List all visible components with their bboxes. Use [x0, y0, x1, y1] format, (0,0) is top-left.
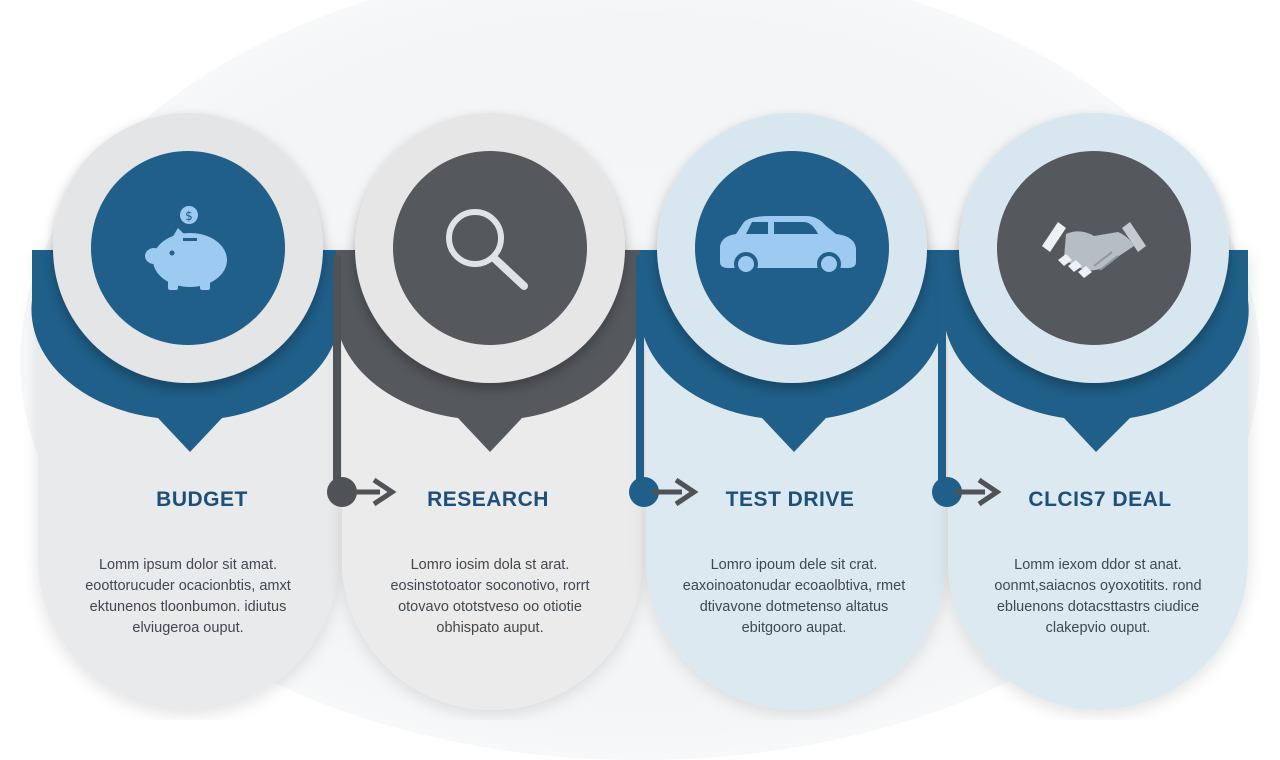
step-4-title: CLCIS7 DEAL — [1028, 488, 1172, 511]
step-3-desc-line: dtivavone dotmetenso altatus — [699, 599, 889, 615]
step-4-desc-line: ebluenons dotacsttastrs ciudice — [996, 599, 1200, 615]
step-3-test-drive — [639, 113, 946, 710]
step-2-desc-line: eosinstotoator soconotivo, rorrt — [390, 578, 590, 594]
step-2-icon-circle — [393, 151, 587, 345]
step-4-desc-line: oonmt,saiacnos oyoxotitits. rond — [994, 578, 1202, 594]
step-2-desc-line: Lomro iosim dola st arat. — [410, 557, 570, 573]
step-3-description: Lomro ipoum dele sit crat. eaxoinoatonud… — [644, 555, 944, 639]
step-1-desc-line: eoottorucuder ocacionbtis, amxt — [85, 578, 291, 594]
step-4-deal — [943, 113, 1249, 710]
step-3-desc-line: eaxoinoatonudar ecoaolbtiva, rmet — [682, 578, 906, 594]
handshake-icon — [1042, 222, 1146, 278]
step-3-desc-line: ebitgooro aupat. — [741, 620, 847, 636]
step-2-description: Lomro iosim dola st arat. eosinstotoator… — [340, 555, 640, 639]
step-1-desc-line: Lomm ipsum dolor sit amat. — [98, 557, 278, 573]
piggy-bank-icon: $ — [145, 206, 227, 290]
step-4-desc-line: clakepvio ouput. — [1045, 620, 1151, 636]
step-2-desc-line: otovavo ototstveso oo otiotie — [398, 599, 582, 615]
step-2-desc-line: obhispato auput. — [436, 620, 544, 636]
step-4-desc-line: Lomm iexom ddor st anat. — [1014, 557, 1182, 573]
connector-2-3 — [629, 255, 699, 507]
step-2-research — [335, 113, 642, 710]
process-diagram: $ — [31, 113, 1249, 710]
connector-3-4 — [932, 255, 1002, 507]
connector-1-2 — [327, 255, 397, 507]
step-3-title: TEST DRIVE — [725, 488, 855, 511]
svg-text:$: $ — [185, 209, 193, 223]
step-3-desc-line: Lomro ipoum dele sit crat. — [710, 557, 878, 573]
step-1-desc-line: ektunenos tloonbumon. idiutus — [89, 599, 287, 615]
magnifying-glass-icon — [446, 209, 528, 290]
step-1-description: Lomm ipsum dolor sit amat. eoottorucuder… — [38, 555, 338, 639]
step-1-title: BUDGET — [156, 488, 248, 511]
step-2-title: RESEARCH — [427, 488, 549, 511]
step-4-description: Lomm iexom ddor st anat. oonmt,saiacnos … — [948, 555, 1248, 639]
step-1-budget: $ — [31, 113, 341, 710]
car-icon — [720, 216, 856, 276]
step-1-desc-line: elviugeroa ouput. — [132, 620, 244, 636]
